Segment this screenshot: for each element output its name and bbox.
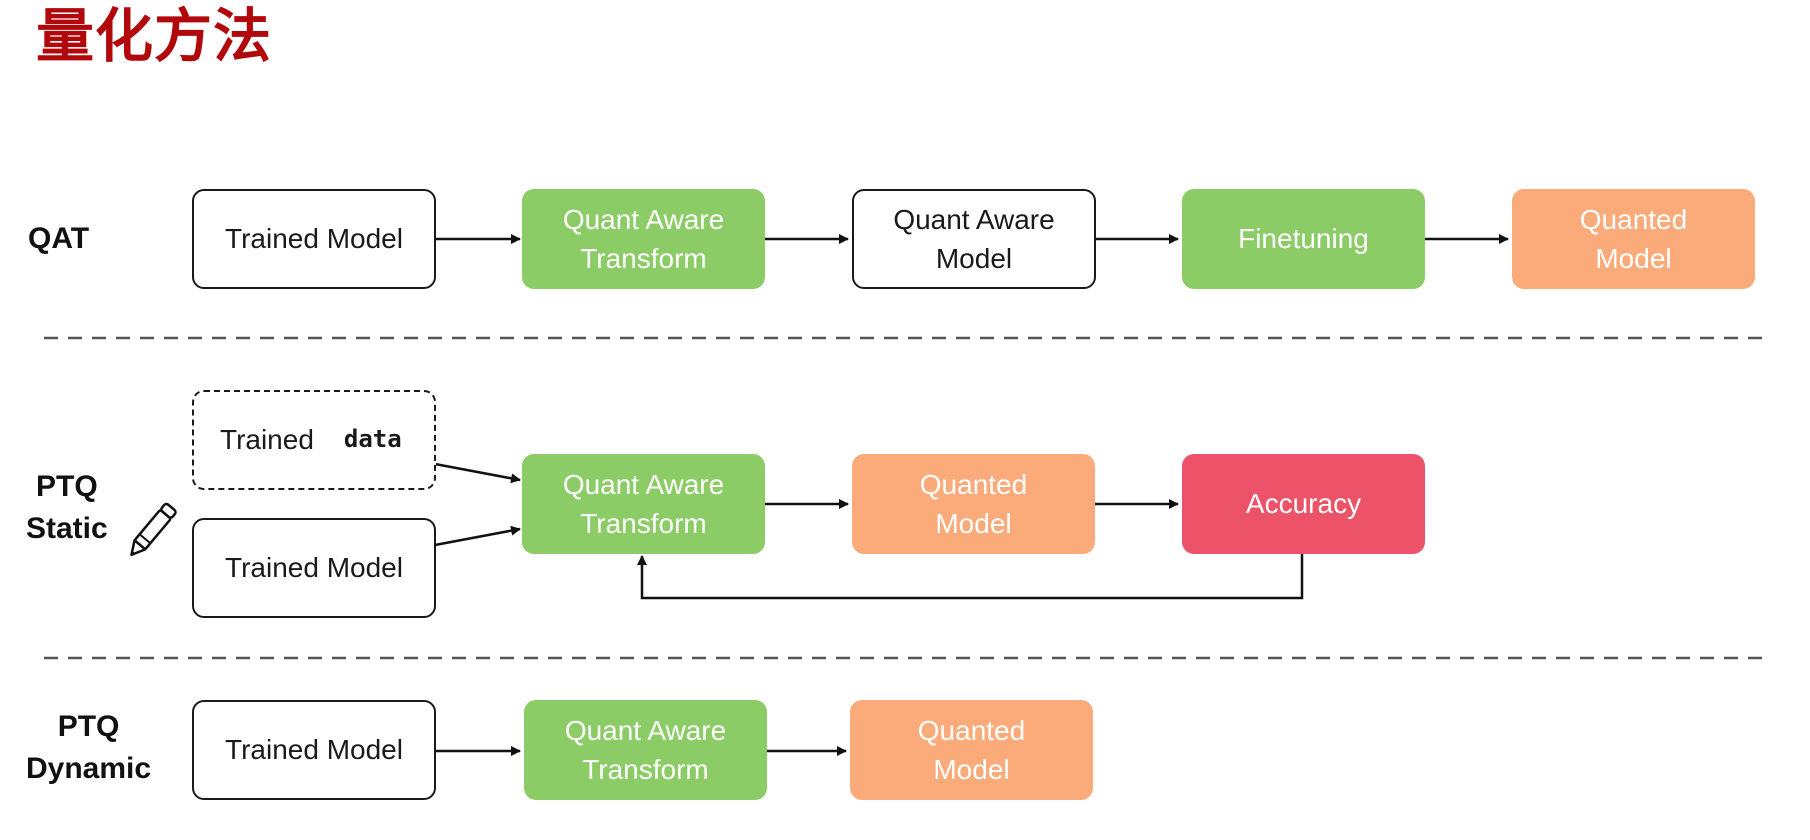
trained-label: Trained bbox=[220, 424, 314, 456]
pencil-icon[interactable] bbox=[118, 492, 190, 564]
qat-finetuning-node: Finetuning bbox=[1182, 189, 1425, 289]
ptq-static-accuracy-node: Accuracy bbox=[1182, 454, 1425, 554]
qat-quanted-model-node: Quanted Model bbox=[1512, 189, 1755, 289]
ptq-static-trained-data-node: Trained data bbox=[192, 390, 436, 490]
ptq-static-trained-model-node: Trained Model bbox=[192, 518, 436, 618]
ptq-dynamic-trained-model-node: Trained Model bbox=[192, 700, 436, 800]
row-label-qat: QAT bbox=[28, 222, 90, 255]
qat-quant-aware-model-node: Quant Aware Model bbox=[852, 189, 1096, 289]
page-title: 量化方法 bbox=[36, 2, 273, 70]
feedback-arrow bbox=[637, 553, 1304, 600]
arrow bbox=[434, 525, 521, 547]
qat-trained-model-node: Trained Model bbox=[192, 189, 436, 289]
row-label-ptq-dynamic: PTQ Dynamic bbox=[26, 710, 152, 785]
ptq-dynamic-quant-aware-transform-node: Quant Aware Transform bbox=[524, 700, 767, 800]
ptq-dynamic-quanted-model-node: Quanted Model bbox=[850, 700, 1093, 800]
row-label-ptq-static: PTQ Static bbox=[26, 470, 108, 545]
ptq-static-quant-aware-transform-node: Quant Aware Transform bbox=[522, 454, 765, 554]
arrow bbox=[434, 462, 521, 484]
qat-quant-aware-transform-node: Quant Aware Transform bbox=[522, 189, 765, 289]
ptq-static-quanted-model-node: Quanted Model bbox=[852, 454, 1095, 554]
data-label: data bbox=[343, 425, 402, 454]
